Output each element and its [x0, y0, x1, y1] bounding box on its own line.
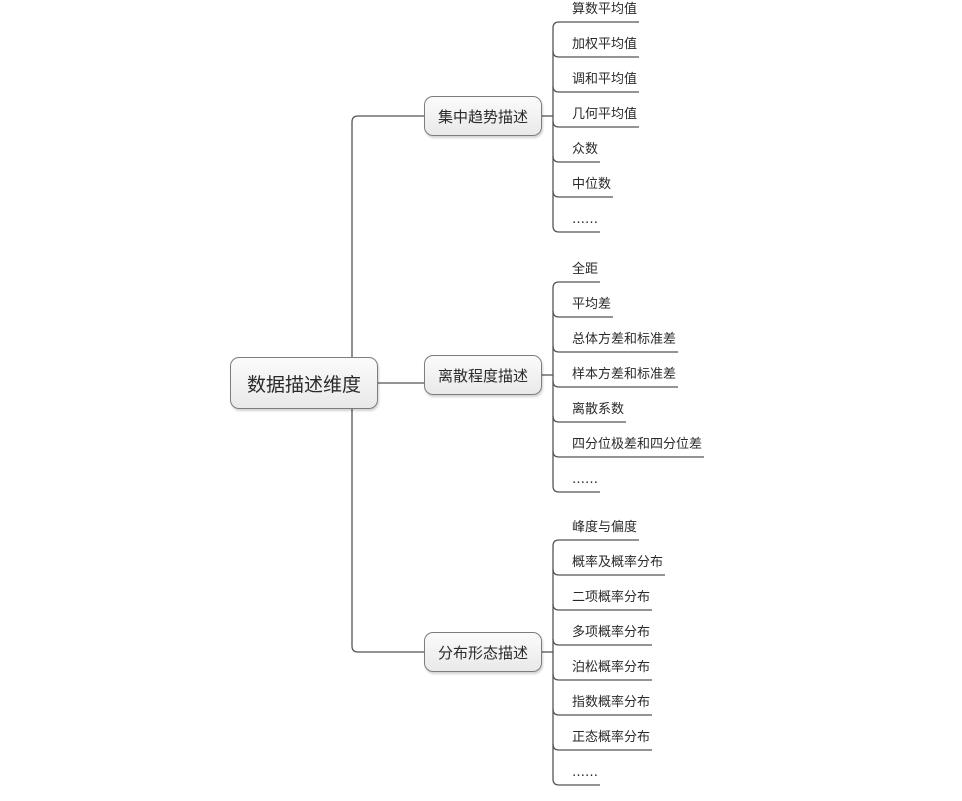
branch-node-distribution-shape[interactable]: 分布形态描述	[424, 632, 542, 672]
branch-node-label: 分布形态描述	[437, 643, 528, 662]
leaf-underline	[552, 708, 653, 716]
leaf-node[interactable]: 多项概率分布	[572, 625, 651, 640]
leaf-underline	[552, 190, 614, 198]
leaf-underline	[552, 120, 640, 128]
leaf-underline	[552, 568, 666, 576]
leaf-node[interactable]: 正态概率分布	[572, 730, 651, 745]
leaf-node[interactable]: 概率及概率分布	[572, 555, 664, 570]
leaf-underline	[552, 345, 679, 353]
leaf-node[interactable]: 算数平均值	[572, 2, 638, 17]
leaf-node[interactable]: 平均差	[572, 297, 612, 312]
leaf-underline	[552, 603, 653, 611]
leaf-node[interactable]: 几何平均值	[572, 107, 638, 122]
leaf-node[interactable]: ……	[572, 212, 598, 227]
leaf-node[interactable]: 泊松概率分布	[572, 660, 651, 675]
leaf-bus	[552, 281, 560, 493]
leaf-node[interactable]: 四分位极差和四分位差	[572, 437, 703, 452]
leaf-node[interactable]: 加权平均值	[572, 37, 638, 52]
leaf-underline	[552, 380, 679, 388]
root-node[interactable]: 数据描述维度	[230, 357, 378, 409]
leaf-underline	[552, 450, 705, 458]
leaf-bus	[552, 21, 560, 233]
leaf-underline	[552, 415, 627, 423]
leaf-underline	[552, 673, 653, 681]
leaf-node[interactable]: 调和平均值	[572, 72, 638, 87]
leaf-node[interactable]: 峰度与偏度	[572, 520, 638, 535]
leaf-node[interactable]: ……	[572, 472, 598, 487]
leaf-node[interactable]: ……	[572, 765, 598, 780]
leaf-node[interactable]: 样本方差和标准差	[572, 367, 677, 382]
branch-node-label: 离散程度描述	[437, 366, 528, 385]
branch-node-central-tendency[interactable]: 集中趋势描述	[424, 96, 542, 136]
leaf-underline	[552, 155, 601, 163]
leaf-node[interactable]: 离散系数	[572, 402, 625, 417]
branch-connector	[351, 115, 424, 357]
leaf-node[interactable]: 中位数	[572, 177, 612, 192]
leaf-bus	[552, 539, 560, 786]
leaf-node[interactable]: 指数概率分布	[572, 695, 651, 710]
branch-node-dispersion[interactable]: 离散程度描述	[424, 355, 542, 395]
leaf-underline	[552, 50, 640, 58]
leaf-underline	[552, 85, 640, 93]
branch-connector	[351, 409, 424, 653]
leaf-node[interactable]: 全距	[572, 262, 599, 277]
branch-node-label: 集中趋势描述	[437, 107, 528, 126]
leaf-underline	[552, 310, 614, 318]
root-node-label: 数据描述维度	[246, 373, 361, 396]
leaf-underline	[552, 743, 653, 751]
leaf-node[interactable]: 众数	[572, 142, 599, 157]
leaf-underline	[552, 638, 653, 646]
leaf-node[interactable]: 总体方差和标准差	[572, 332, 677, 347]
leaf-node[interactable]: 二项概率分布	[572, 590, 651, 605]
